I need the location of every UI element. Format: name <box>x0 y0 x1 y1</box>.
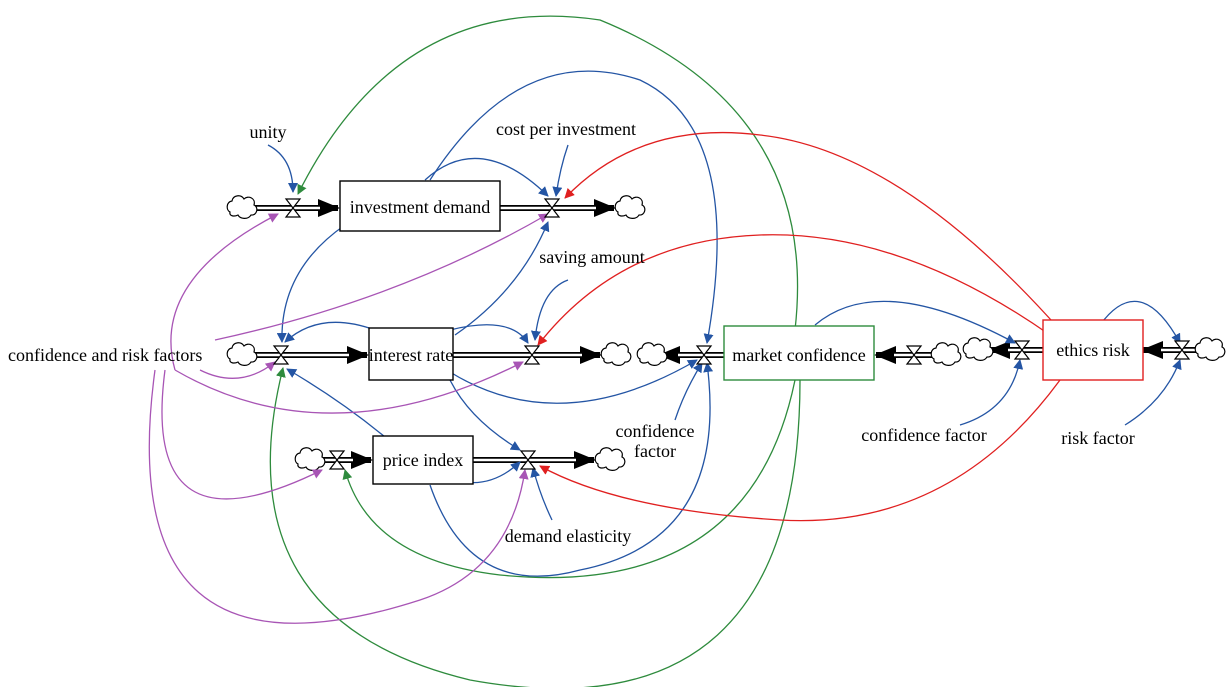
link-factors-to-price-in <box>161 369 323 500</box>
stock-interest-rate[interactable]: interest rate <box>368 327 454 381</box>
link-market-to-ethics-out <box>814 300 1016 344</box>
cloud-icon <box>594 447 626 471</box>
valve-market-out-icon <box>695 345 713 365</box>
link-interest-to-interest-out <box>449 324 529 344</box>
link-risk-factor <box>1124 359 1182 426</box>
link-factors-to-invest-out <box>214 213 549 341</box>
flow-pipes <box>250 199 1198 469</box>
label-confidence-factor-line1: confidence <box>616 421 695 441</box>
link-factors-to-investment-in <box>170 213 279 371</box>
link-market-to-interest-in <box>269 367 801 687</box>
link-investment-to-market-out <box>429 70 718 344</box>
stock-label: price index <box>383 450 463 470</box>
link-unity <box>267 144 298 193</box>
stock-investment-demand[interactable]: investment demand <box>339 180 501 232</box>
valve-interest-out-icon <box>523 345 541 365</box>
link-market-to-price-in <box>342 379 796 579</box>
link-market-to-investment-in <box>297 15 799 331</box>
stock-label: market confidence <box>732 345 865 365</box>
link-cost-per-investment <box>552 144 569 197</box>
link-interest-to-interest-in <box>284 321 376 343</box>
link-price-to-market-out <box>429 362 714 577</box>
label-confidence-factor-line2: factor <box>634 441 676 461</box>
cloud-icon <box>930 342 962 366</box>
stock-label: ethics risk <box>1056 340 1130 360</box>
link-ethics-to-invest-out <box>564 132 1061 331</box>
link-interest-to-invest-outflow <box>454 221 550 336</box>
label-confidence-and-risk-factors: confidence and risk factors <box>8 345 202 365</box>
cloud-icon <box>226 342 258 366</box>
valve-price-in-icon <box>328 450 346 470</box>
link-ethics-to-interest-out <box>537 234 1051 346</box>
label-confidence-factor-right: confidence factor <box>861 425 986 445</box>
valve-interest-in-icon <box>272 345 290 365</box>
link-interest-to-market-out <box>449 359 698 404</box>
cloud-icon <box>962 337 994 361</box>
stock-price-index[interactable]: price index <box>372 435 474 485</box>
valves <box>272 198 1191 470</box>
valve-investment-in-icon <box>284 198 302 218</box>
link-factors-to-interest-in <box>199 361 276 379</box>
link-ethics-to-ethics-in <box>1099 300 1181 344</box>
label-unity: unity <box>249 122 286 142</box>
cloud-icon <box>226 195 258 219</box>
cloud-icon <box>614 195 646 219</box>
stock-ethics-risk[interactable]: ethics risk <box>1042 319 1144 381</box>
link-demand-elasticity <box>530 467 553 521</box>
cloud-icon <box>1194 337 1226 361</box>
stock-label: investment demand <box>350 197 490 217</box>
cloud-icon <box>294 447 326 471</box>
link-interest-to-price-out <box>449 379 521 451</box>
cloud-icon <box>600 342 632 366</box>
link-factors-to-interest-out <box>174 361 524 414</box>
link-ethics-to-price-out <box>539 379 1061 522</box>
causal-links <box>148 15 1182 687</box>
label-demand-elasticity: demand elasticity <box>505 526 631 546</box>
link-factors-to-price-out <box>148 369 529 624</box>
cloud-icon <box>636 342 668 366</box>
link-investment-to-interest-in <box>276 224 346 343</box>
valve-ethics-in-icon <box>1173 340 1191 360</box>
label-risk-factor: risk factor <box>1061 428 1134 448</box>
link-saving-amount <box>530 279 569 341</box>
link-price-to-interest-in <box>286 368 386 438</box>
valve-investment-out-icon <box>543 198 561 218</box>
clouds <box>226 195 1226 471</box>
valve-market-in-icon <box>905 345 923 365</box>
link-confidence-factor-left <box>674 362 703 421</box>
variable-labels: unity cost per investment saving amount … <box>8 119 1135 546</box>
label-saving-amount: saving amount <box>539 247 645 267</box>
valve-price-out-icon <box>519 450 537 470</box>
link-investment-to-outflow <box>424 157 549 197</box>
label-cost-per-investment: cost per investment <box>496 119 636 139</box>
stock-label: interest rate <box>369 345 453 365</box>
link-confidence-factor-right <box>959 359 1024 426</box>
stock-market-confidence[interactable]: market confidence <box>723 325 875 381</box>
stocks: investment demand interest rate price in… <box>339 180 1144 485</box>
valve-ethics-out-icon <box>1013 340 1031 360</box>
